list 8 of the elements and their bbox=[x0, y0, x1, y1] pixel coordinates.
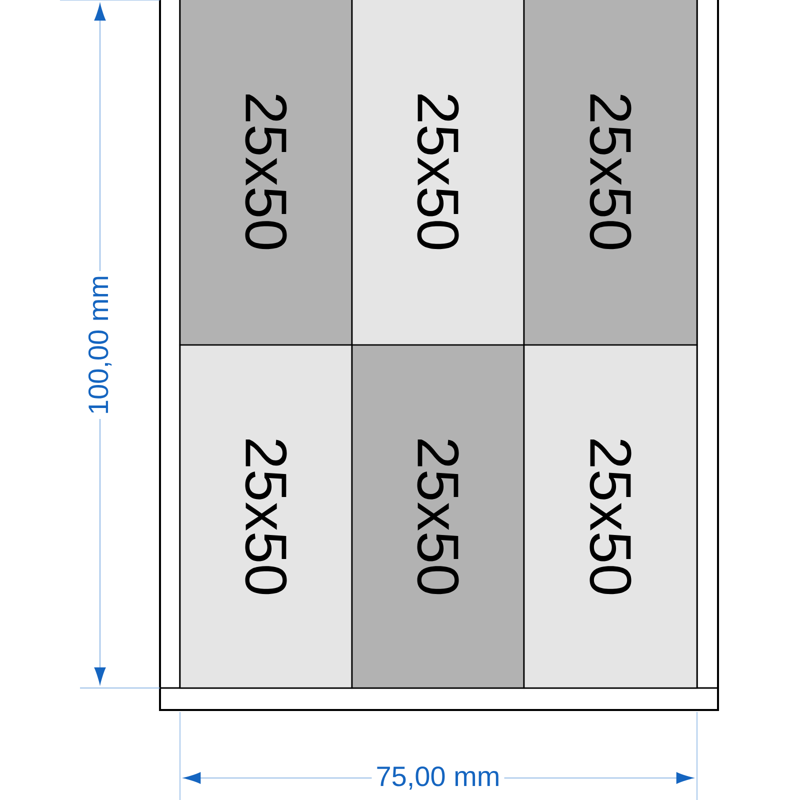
compartment-box: 25x50 bbox=[523, 0, 698, 346]
compartment-box: 25x50 bbox=[179, 344, 353, 689]
dimension-label: 75,00 mm bbox=[372, 762, 504, 794]
dimension-label: 100,00 mm bbox=[84, 270, 116, 420]
compartment-box: 25x50 bbox=[351, 0, 525, 346]
compartment-box: 25x50 bbox=[351, 344, 525, 689]
compartment-box: 25x50 bbox=[523, 344, 698, 689]
compartment-box: 25x50 bbox=[179, 0, 353, 346]
